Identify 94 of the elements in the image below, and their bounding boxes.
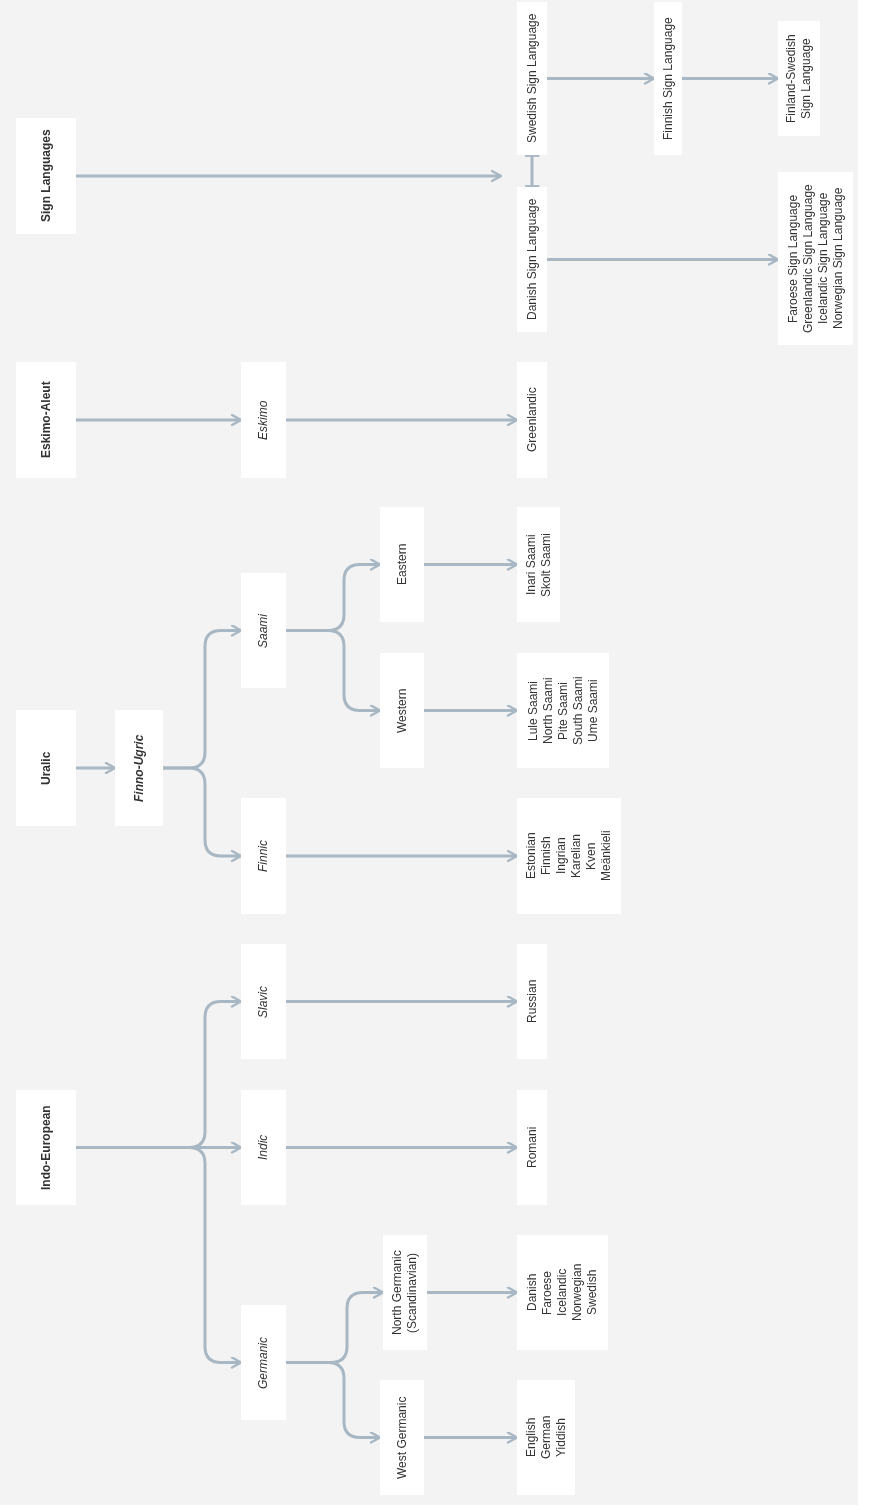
group-label: Indic [256, 1134, 271, 1161]
language-name: Faroese [540, 1270, 555, 1315]
language-name: Finland-Swedish Sign Language [784, 33, 814, 125]
family-box [16, 118, 76, 234]
arrow [424, 704, 519, 717]
language-name: South Saami [570, 676, 586, 745]
group-label: Sign Languages [38, 129, 54, 223]
link-line [522, 153, 542, 189]
subgroup-box [383, 1235, 427, 1350]
arrow [424, 558, 519, 571]
language-box [654, 2, 682, 155]
arrow [682, 72, 780, 85]
language-name: Ingrian [554, 837, 569, 875]
branch-box [115, 710, 163, 826]
family-box [16, 1090, 76, 1205]
group-label: North Germanic (Scandinavian) [390, 1249, 420, 1337]
language-name: Lule Saami [525, 680, 541, 741]
language-box [778, 172, 853, 345]
language-box [778, 21, 820, 136]
arrow [286, 995, 519, 1008]
language-name: Norwegian Sign Language [830, 187, 846, 330]
language-name: Ume Saami [585, 679, 601, 742]
language-box [517, 187, 547, 332]
language-name: Icelandic Sign Language [815, 192, 831, 325]
language-name: German [538, 1415, 554, 1460]
group-label: Slavic [256, 985, 271, 1018]
arrow [76, 995, 243, 1149]
arrow [427, 1286, 519, 1299]
arrow [76, 413, 243, 427]
group-label: West Germanic [394, 1396, 410, 1479]
language-name: Yiddish [553, 1418, 569, 1457]
language-name: Pite Saami [555, 681, 571, 740]
language-name: Inari Saami [523, 534, 539, 595]
language-name: Russian [524, 979, 540, 1024]
arrow [286, 413, 519, 427]
language-name: North Saami [540, 677, 556, 744]
arrow [286, 1286, 385, 1364]
subgroup-box [380, 1380, 424, 1495]
group-label: Finnic [256, 840, 271, 872]
branch-box [241, 1090, 286, 1205]
language-box [517, 1090, 547, 1205]
family-box [16, 710, 76, 826]
arrow [163, 624, 243, 770]
group-label: Eastern [394, 543, 410, 586]
branch-box [241, 1305, 286, 1420]
branch-box [241, 798, 286, 914]
group-label: Indo-European [38, 1105, 54, 1190]
language-name: Finnish [539, 836, 554, 876]
language-name: Swedish Sign Language [524, 13, 540, 144]
language-name: Danish Sign Language [524, 198, 540, 321]
language-box [517, 1380, 575, 1495]
group-label: Saami [256, 613, 271, 648]
group-label: Eskimo-Aleut [38, 381, 54, 459]
group-label: Finno-Ugric [131, 734, 147, 802]
branch-box [241, 944, 286, 1059]
language-box [517, 1235, 608, 1350]
language-box [517, 362, 547, 478]
branch-box [241, 573, 286, 688]
group-label: Uralic [38, 751, 54, 785]
language-box [517, 944, 547, 1059]
subgroup-box [380, 653, 424, 768]
language-box [517, 507, 560, 622]
language-name: English [523, 1417, 539, 1458]
language-name: Romani [524, 1126, 540, 1169]
arrow [424, 1431, 519, 1444]
arrow [76, 761, 117, 775]
group-label: Western [394, 688, 410, 733]
language-name: Danish [525, 1273, 540, 1312]
language-name: Kven [584, 842, 599, 870]
language-name: Finnish Sign Language [660, 17, 676, 140]
language-name: Icelandic [555, 1268, 570, 1317]
arrow [286, 1141, 519, 1154]
arrow [286, 849, 519, 863]
language-name: Greenlandic [524, 387, 540, 453]
group-label: Germanic [256, 1336, 271, 1389]
language-name: Estonian [524, 832, 539, 880]
family-box [16, 362, 76, 478]
language-name: Norwegian [570, 1263, 585, 1322]
group-label: Eskimo [256, 400, 271, 440]
arrow [286, 558, 382, 632]
language-name: Meänkieli [599, 830, 614, 882]
language-name: Greenlandic Sign Language [800, 184, 816, 333]
language-box [517, 798, 621, 914]
language-name: Faroese Sign Language [785, 194, 801, 323]
arrow [547, 72, 656, 85]
arrow [76, 169, 503, 183]
language-name: Swedish [585, 1269, 600, 1316]
language-box [517, 653, 609, 768]
language-name: Skolt Saami [538, 532, 554, 597]
subgroup-box [380, 507, 424, 622]
arrow [547, 253, 780, 266]
branch-box [241, 362, 286, 478]
language-box [517, 2, 547, 155]
language-name: Karelian [569, 834, 584, 878]
